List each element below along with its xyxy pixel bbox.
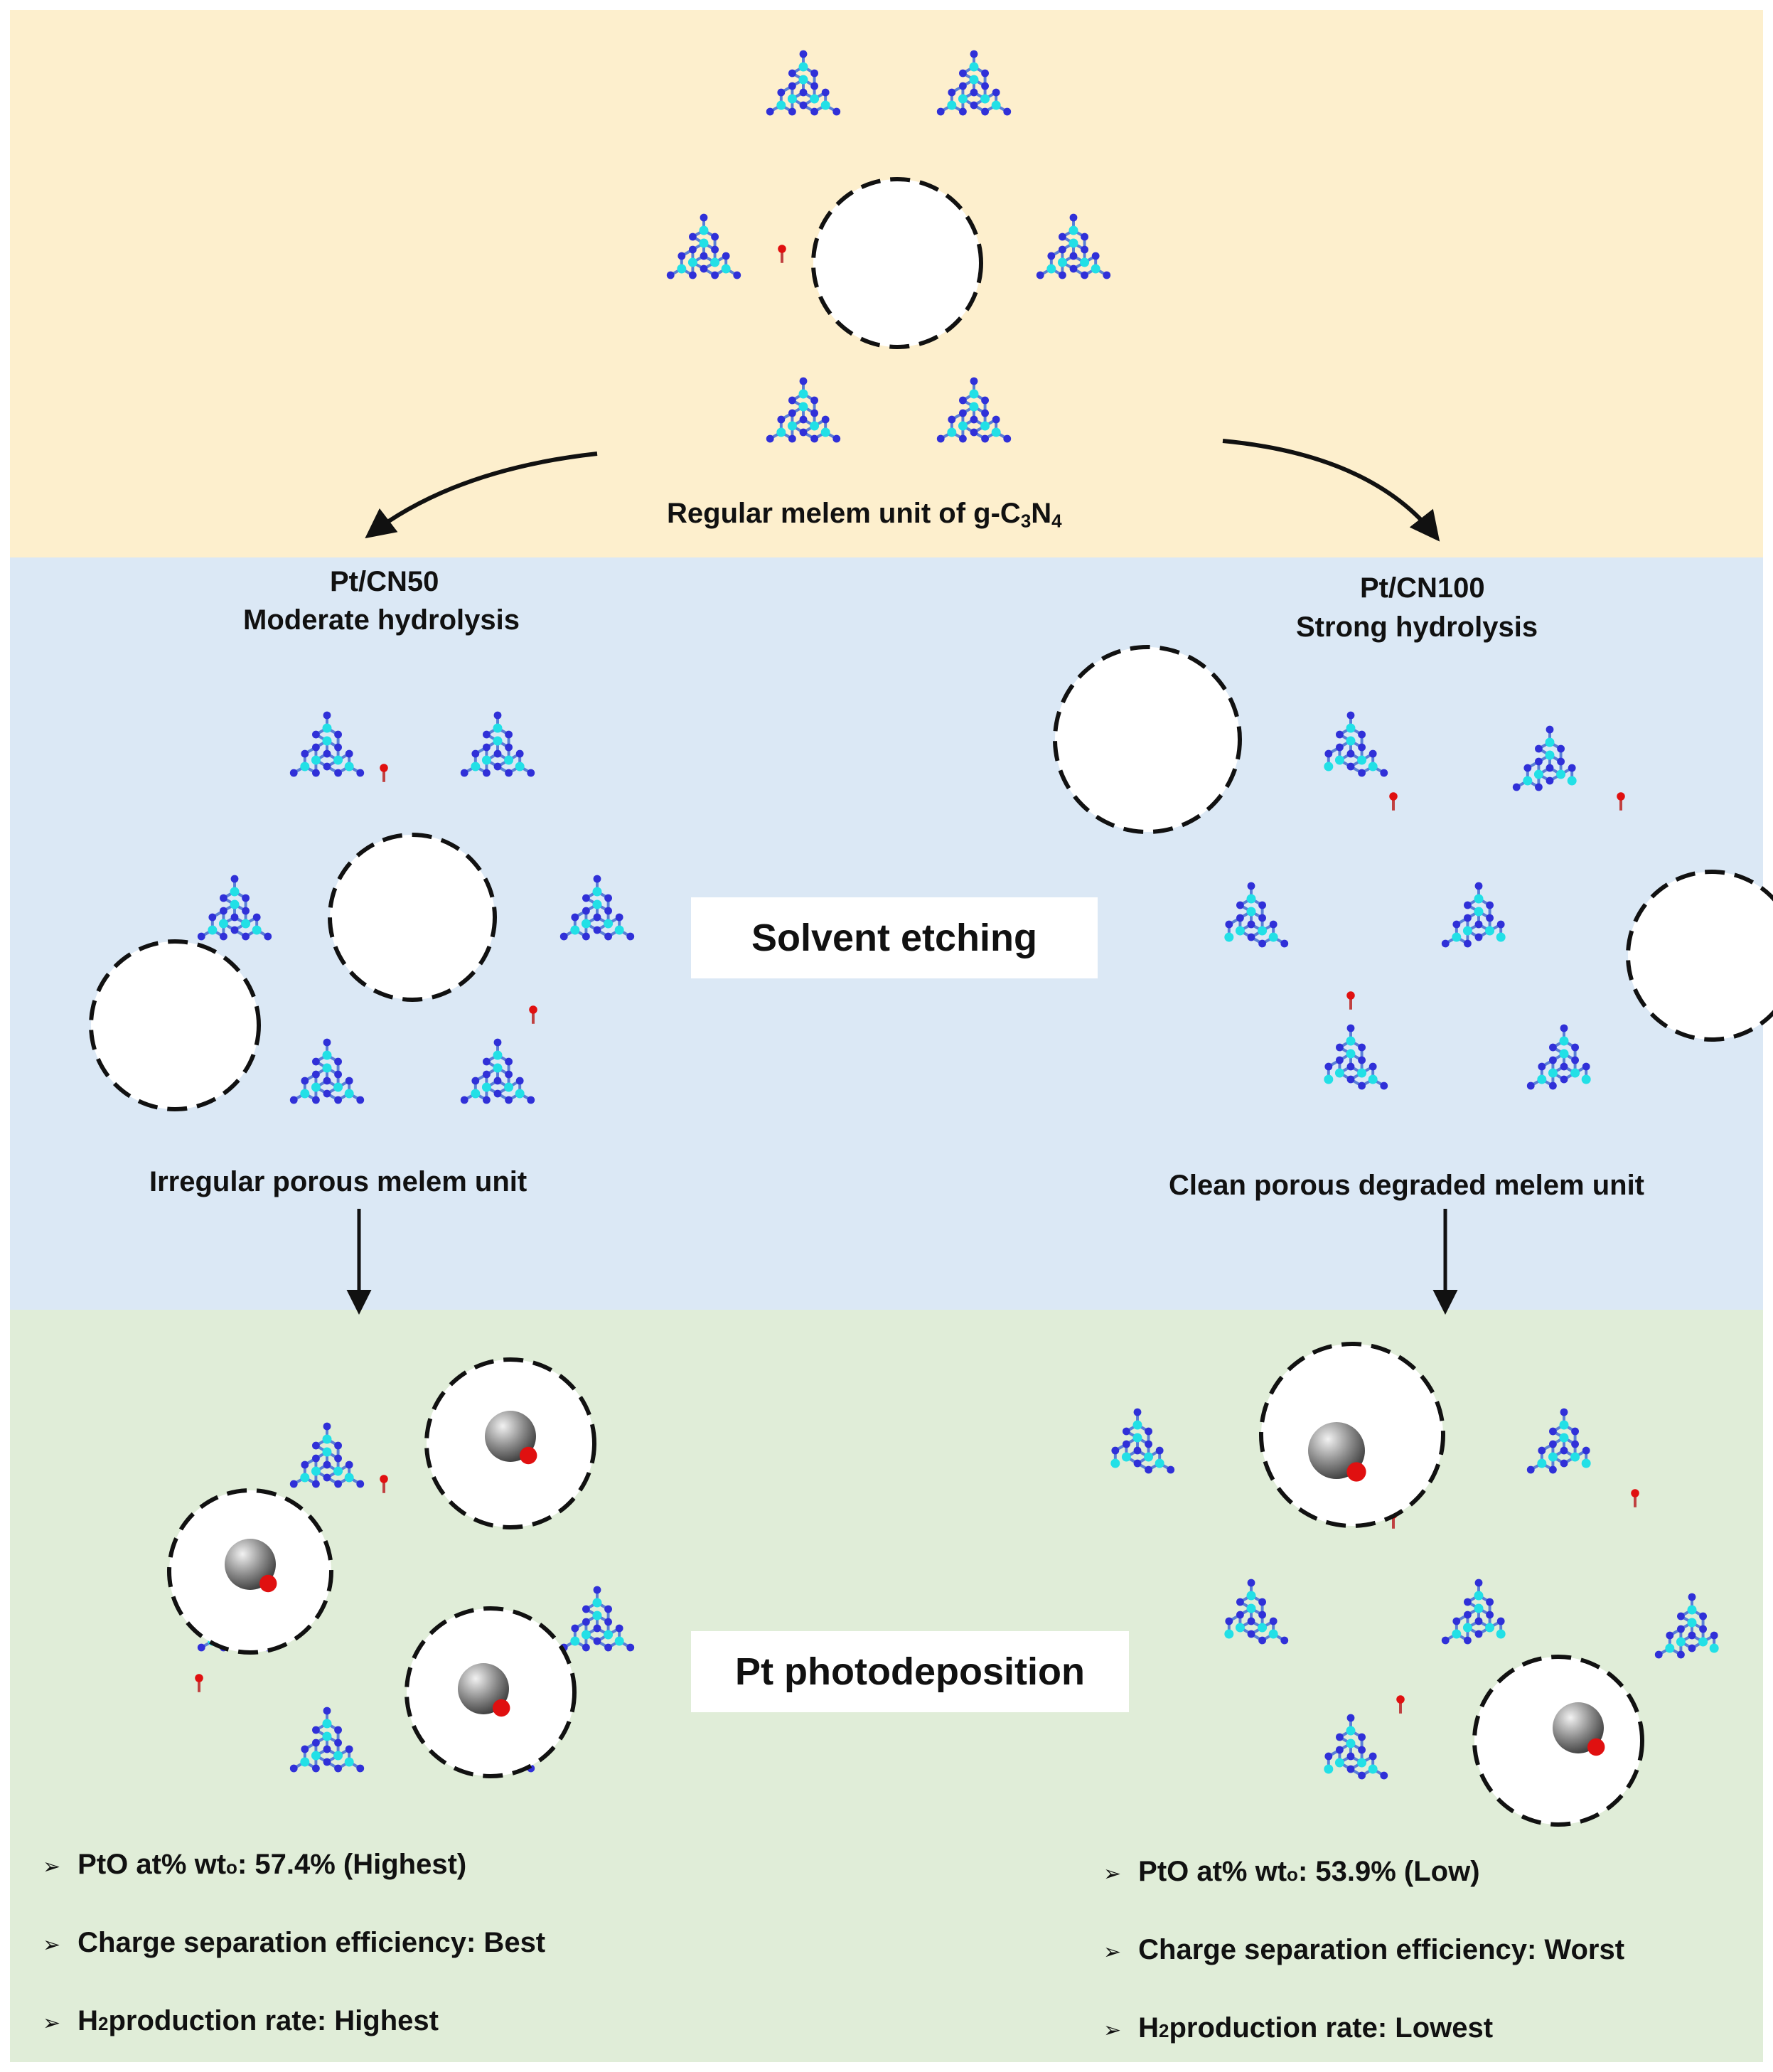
oxygen-atom [492,1699,510,1717]
oxygen-atom [1396,1695,1405,1704]
melem-unit [1441,1579,1506,1645]
melem-unit [460,711,535,777]
melem-unit [766,377,841,443]
melem-unit [1526,1024,1591,1090]
solvent-etching-box: Solvent etching [691,897,1098,978]
arrow-layer [346,439,1458,1315]
left-bullet-pto-value: : 57.4% (Highest) [237,1849,467,1880]
melem-unit [766,50,841,116]
right-bullet-pto-text: PtO at% wt [1138,1856,1287,1887]
oxygen-atom [1346,991,1355,1000]
oxygen-atom [778,245,786,253]
top-caption-text: Regular melem unit of g-C [667,498,1021,529]
melem-unit [936,50,1012,116]
melem-unit [460,1038,535,1104]
oxygen-atom [380,764,388,772]
highlight-circle-layer [89,177,1773,1827]
top-caption-n: N [1031,498,1052,529]
right-middle-caption: Clean porous degraded melem unit [1169,1170,1645,1201]
top-caption-sub-4: 4 [1051,510,1062,532]
oxygen-atom [1389,792,1398,801]
top-caption-sub-3: 3 [1020,510,1032,532]
arrowhead-bullet-icon: ➢ [1103,1940,1122,1965]
arrowhead-bullet-icon: ➢ [43,2011,61,2036]
oxygen-atom [519,1446,537,1465]
right-bullet-pto-value: : 53.9% (Low) [1297,1856,1480,1887]
pt-photodeposition-label: Pt photodeposition [735,1650,1085,1693]
melem-unit [1441,882,1506,948]
melem-unit [1324,1024,1388,1090]
melem-unit [666,213,741,279]
highlight-circle [1626,870,1773,1042]
melem-unit [1324,1714,1388,1780]
oxygen-atom [259,1574,277,1593]
oxygen-atom [1631,1489,1639,1497]
oxygen-atom [195,1674,203,1682]
solvent-etching-label: Solvent etching [751,917,1038,959]
left-middle-caption: Irregular porous melem unit [149,1166,527,1197]
melem-unit [1224,882,1289,948]
top-caption: Regular melem unit of g-C3N4 [667,498,1062,530]
melem-unit [197,875,272,941]
oxygen-atom [1346,1462,1366,1482]
oxygen-atom [529,1005,537,1014]
melem-unit [1526,1408,1591,1474]
right-bullet-h2-text: H [1138,2012,1159,2044]
left-condition-title: Moderate hydrolysis [243,604,520,636]
melem-unit [289,1038,365,1104]
left-bullet-charge-text: Charge separation efficiency: Best [77,1927,546,1958]
melem-unit [1036,213,1111,279]
left-sample-title: Pt/CN50 [330,566,439,597]
oxygen-atom [1617,792,1625,801]
right-bullet-charge: ➢ Charge separation efficiency: Worst [1103,1934,1624,1966]
melem-unit [289,1707,365,1773]
melem-unit [936,377,1012,443]
highlight-circle [328,833,497,1002]
melem-unit [559,875,635,941]
highlight-circle [89,939,261,1111]
arrowhead-bullet-icon: ➢ [1103,1862,1122,1886]
melem-unit [1512,725,1577,791]
right-condition-title: Strong hydrolysis [1296,612,1538,643]
highlight-circle [811,177,983,349]
melem-unit [1224,1579,1289,1645]
melem-unit [1654,1593,1719,1659]
melem-unit [289,1422,365,1488]
arrowhead-bullet-icon: ➢ [1103,2018,1122,2043]
arrow-to-right-branch [1222,439,1440,542]
melem-unit [559,1586,635,1652]
arrowhead-bullet-icon: ➢ [43,1854,61,1879]
melem-unit [289,711,365,777]
highlight-circle [1053,645,1242,834]
melem-unit [1324,711,1388,777]
left-bullet-h2-text: H [77,2005,99,2036]
arrowhead-bullet-icon: ➢ [43,1933,61,1958]
left-bullet-charge: ➢ Charge separation efficiency: Best [43,1927,545,1959]
oxygen-atom [1587,1738,1605,1756]
right-sample-title: Pt/CN100 [1360,572,1485,604]
right-bullet-h2-value: production rate: Lowest [1169,2012,1494,2044]
left-bullet-pto-text: PtO at% wt [77,1849,227,1880]
pt-photodeposition-box: Pt photodeposition [691,1631,1129,1712]
oxygen-atom [380,1475,388,1483]
left-bullet-h2-value: production rate: Highest [108,2005,439,2036]
right-bullet-charge-text: Charge separation efficiency: Worst [1138,1934,1625,1965]
melem-unit [1110,1408,1175,1474]
arrow-to-left-branch [365,452,598,539]
